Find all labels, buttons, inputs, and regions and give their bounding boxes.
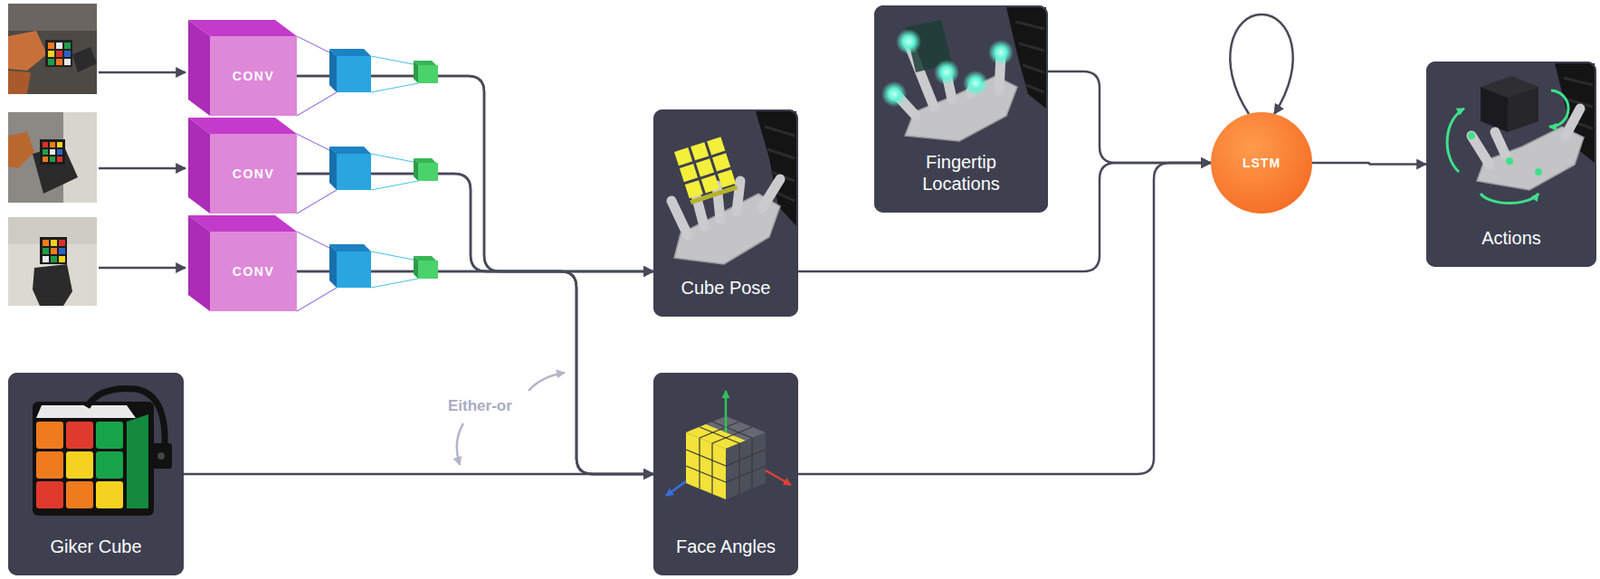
panel-label: Cube Pose <box>681 276 772 299</box>
output-panel: Face Angles <box>653 372 799 576</box>
input-arrow <box>98 72 186 268</box>
connector <box>798 162 1211 272</box>
connector <box>1312 162 1427 165</box>
input-panel: Giker Cube <box>8 372 184 576</box>
fingertip-illustration <box>881 7 1047 142</box>
conv-block: CONV <box>209 231 297 312</box>
connector <box>798 162 1211 475</box>
lstm-label: LSTM <box>1242 155 1281 171</box>
panel-label: Fingertip Locations <box>902 151 1020 195</box>
actions-illustration <box>1447 63 1595 204</box>
conv-block: CONV <box>209 36 297 116</box>
panel-fill <box>8 372 184 576</box>
feature-cubes <box>296 36 439 312</box>
connector <box>183 473 654 477</box>
conv-block: CONV <box>209 133 297 214</box>
output-panel: Actions <box>1426 61 1597 267</box>
connector <box>296 173 654 475</box>
connector <box>1047 71 1211 163</box>
either-or-arrows <box>457 372 565 466</box>
panel-fill <box>653 372 799 576</box>
output-panel: Cube Pose <box>653 109 799 317</box>
layer-label: CONV <box>232 68 275 84</box>
panel-label: Actions <box>1481 227 1542 249</box>
lstm-circle: LSTM <box>1210 112 1313 214</box>
panel-fill <box>874 5 1048 213</box>
annotation-label: Either-or <box>445 396 515 417</box>
panel-label: Giker Cube <box>49 535 142 558</box>
camera-photo <box>8 112 97 203</box>
recurrent-loop <box>1229 14 1293 115</box>
conv-cube-faces <box>188 19 297 312</box>
panel-fill <box>1426 61 1597 267</box>
face-angles-illustration <box>666 390 791 500</box>
connector <box>296 76 654 475</box>
camera-photo <box>8 217 97 306</box>
cube-pose-illustration <box>671 111 797 265</box>
connector <box>296 76 654 272</box>
giker-cube-illustration <box>32 388 172 516</box>
camera-photo <box>8 3 97 95</box>
output-panel: Fingertip Locations <box>874 5 1048 213</box>
layer-label: CONV <box>232 264 275 279</box>
connector <box>296 271 654 475</box>
panel-label: Face Angles <box>676 535 776 558</box>
layer-label: CONV <box>232 166 275 181</box>
panel-fill <box>653 109 799 317</box>
